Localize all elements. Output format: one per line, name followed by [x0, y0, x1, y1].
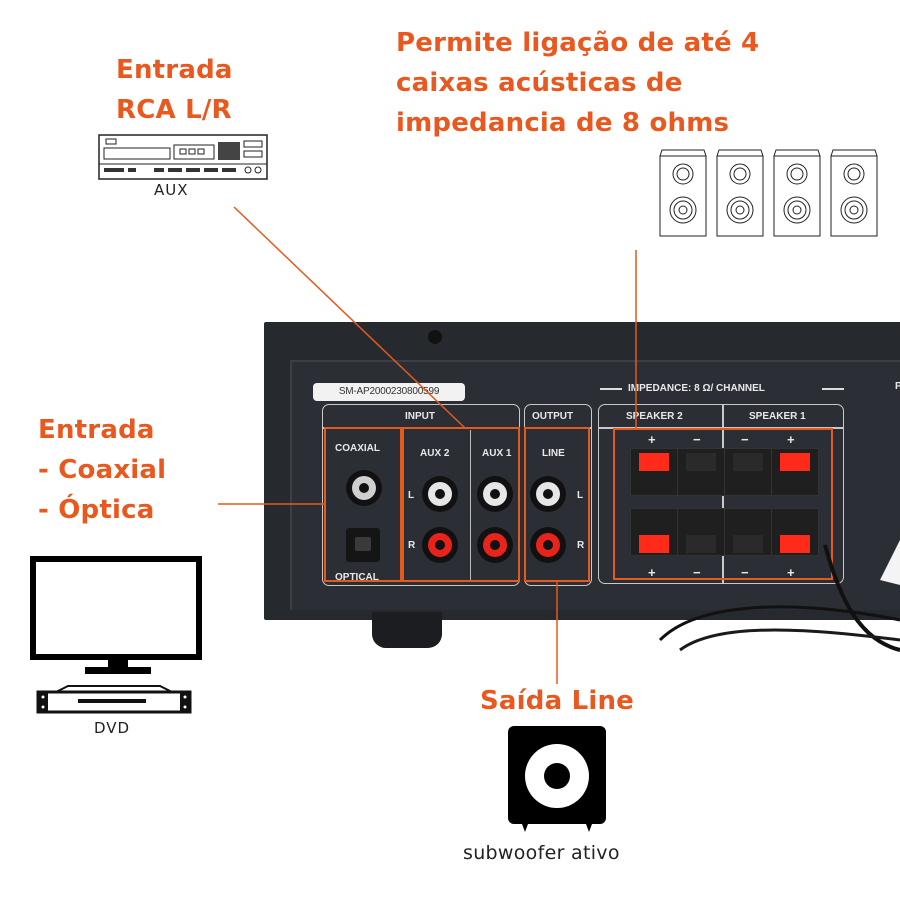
input-header: INPUT	[405, 411, 435, 422]
subwoofer-icon	[508, 726, 606, 832]
speaker-section-frame	[598, 404, 844, 584]
highlight-line-output	[524, 427, 590, 582]
polarity-minus: −	[693, 432, 701, 447]
polarity-plus: +	[787, 432, 795, 447]
aux1-label: AUX 1	[482, 448, 512, 459]
optical-port[interactable]	[346, 528, 380, 562]
highlight-rca-inputs	[402, 427, 520, 582]
speaker-icon	[716, 149, 764, 237]
callout-speakers: Permite ligação de até 4 caixas acústica…	[396, 18, 759, 148]
power-label-partial: P	[895, 381, 900, 392]
highlight-speaker-terminals	[613, 428, 833, 580]
monitor-icon	[30, 556, 202, 674]
impedance-label: IMPEDANCE: 8 Ω/ CHANNEL	[628, 383, 765, 394]
line-right-jack[interactable]	[530, 527, 566, 563]
speaker-icon	[773, 149, 821, 237]
optical-label: OPTICAL	[335, 572, 379, 583]
speaker1-minus-terminal[interactable]	[724, 448, 772, 496]
aux2-left-jack[interactable]	[422, 476, 458, 512]
callout-line: impedancia de 8 ohms	[396, 108, 730, 138]
speaker1-minus-terminal[interactable]	[724, 508, 772, 556]
callout-digital-input: Entrada - Coaxial - Óptica	[38, 405, 166, 535]
aux-caption: AUX	[154, 181, 189, 199]
dvd-player-icon	[36, 685, 192, 714]
highlight-digital-inputs	[324, 427, 402, 582]
callout-line: Entrada	[116, 55, 233, 85]
polarity-plus: +	[648, 432, 656, 447]
callout-rca-input: Entrada RCA L/R	[116, 45, 233, 135]
callout-line: Permite ligação de até 4	[396, 28, 760, 58]
speaker2-label: SPEAKER 2	[626, 411, 683, 422]
speaker2-plus-terminal[interactable]	[630, 508, 678, 556]
callout-line: - Óptica	[38, 495, 155, 525]
amplifier-foot	[372, 612, 442, 648]
callout-line: - Coaxial	[38, 455, 167, 485]
line-left-jack[interactable]	[530, 476, 566, 512]
polarity-plus: +	[787, 565, 795, 580]
right-channel-label: R	[408, 540, 416, 551]
stereo-receiver-icon	[98, 134, 268, 180]
impedance-rule-left	[600, 388, 622, 390]
speaker1-plus-terminal[interactable]	[771, 448, 819, 496]
serial-number-label: SM-AP2000230800599	[313, 383, 465, 401]
impedance-rule-right	[822, 388, 844, 390]
aux1-left-jack[interactable]	[477, 476, 513, 512]
speaker2-plus-terminal[interactable]	[630, 448, 678, 496]
polarity-minus: −	[741, 565, 749, 580]
speaker-icon	[830, 149, 878, 237]
speaker-group-icon	[659, 149, 878, 237]
output-header: OUTPUT	[532, 411, 574, 422]
coaxial-jack[interactable]	[346, 470, 382, 506]
speaker2-minus-terminal[interactable]	[677, 448, 725, 496]
subwoofer-caption: subwoofer ativo	[463, 842, 620, 864]
polarity-minus: −	[741, 432, 749, 447]
polarity-minus: −	[693, 565, 701, 580]
speaker2-minus-terminal[interactable]	[677, 508, 725, 556]
aux2-right-jack[interactable]	[422, 527, 458, 563]
left-channel-label: L	[408, 490, 415, 501]
divider	[598, 427, 844, 429]
polarity-plus: +	[648, 565, 656, 580]
aux2-label: AUX 2	[420, 448, 450, 459]
aux1-right-jack[interactable]	[477, 527, 513, 563]
callout-line: Entrada	[38, 415, 155, 445]
callout-line: RCA L/R	[116, 95, 232, 125]
speaker1-label: SPEAKER 1	[749, 411, 806, 422]
screw-icon	[428, 330, 442, 344]
callout-line-output: Saída Line	[480, 686, 635, 716]
coaxial-label: COAXIAL	[335, 443, 380, 454]
line-left-label: L	[577, 490, 584, 501]
line-right-label: R	[577, 540, 585, 551]
line-label: LINE	[542, 448, 565, 459]
speaker1-plus-terminal[interactable]	[771, 508, 819, 556]
dvd-caption: DVD	[94, 719, 131, 737]
callout-line: caixas acústicas de	[396, 68, 683, 98]
divider	[470, 430, 471, 580]
speaker-icon	[659, 149, 707, 237]
